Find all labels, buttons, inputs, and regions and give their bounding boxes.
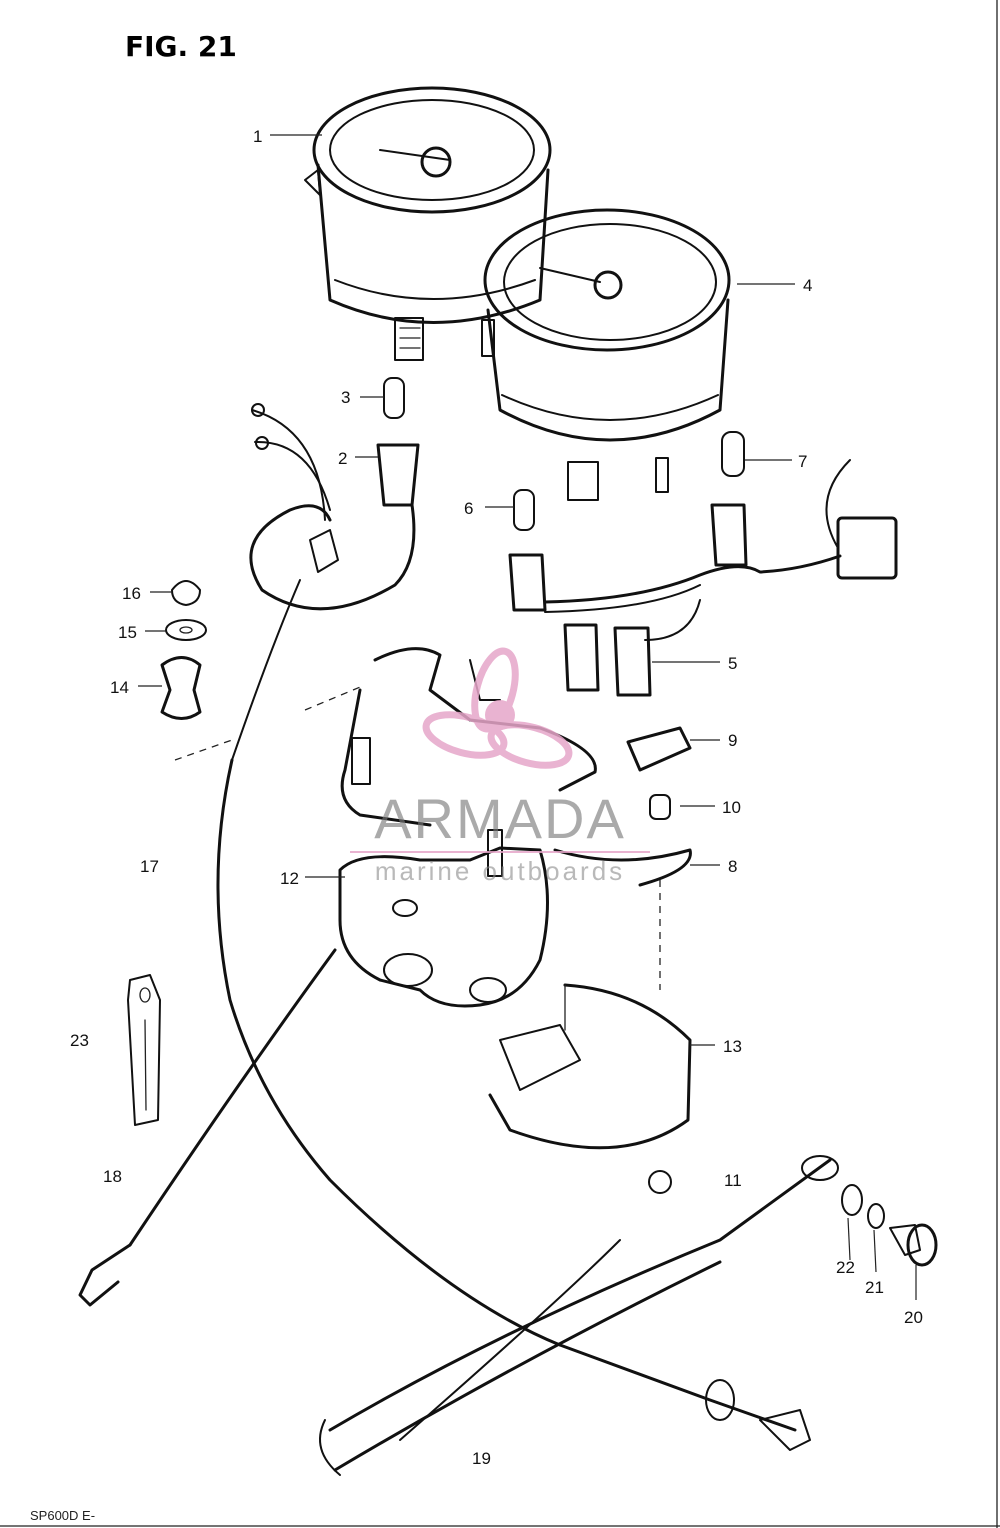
watermark-tagline: marine outboards [375,856,625,886]
spacer-part-10 [649,794,671,820]
bulb-part-7 [721,431,745,477]
bulb-part-3 [383,377,405,419]
washer-part-22 [841,1184,863,1216]
callout-17: 17 [140,857,159,876]
callout-22: 22 [836,1258,855,1277]
callout-6: 6 [464,499,473,518]
callout-4: 4 [803,276,812,295]
callout-10: 10 [722,798,741,817]
callout-3: 3 [341,388,350,407]
callout-2: 2 [338,449,347,468]
callout-19: 19 [472,1449,491,1468]
callout-23: 23 [70,1031,89,1050]
callout-16: 16 [122,584,141,603]
model-code: SP600D E- [30,1508,95,1523]
plate-part-8 [553,848,692,887]
leader-lines [138,134,917,1300]
callout-11: 11 [724,1171,742,1190]
tachometer-part-4 [483,208,731,501]
clip-part-23 [127,974,161,1126]
nut-part-11 [648,1170,672,1194]
switch-part-9 [626,726,692,772]
cover-part-13 [488,983,692,1150]
cable-part-19 [319,1155,839,1476]
watermark-logo-icon [422,647,573,769]
figure-title: FIG. 21 [125,30,237,63]
bolt-part-20 [889,1223,938,1267]
callout-14: 14 [110,678,129,697]
callout-1: 1 [253,127,262,146]
callout-12: 12 [280,869,299,888]
callout-8: 8 [728,857,737,876]
callout-9: 9 [728,731,737,750]
speedometer-part-1 [304,86,552,361]
callout-5: 5 [728,654,737,673]
cable-part-18 [78,948,337,1307]
guide-line [304,684,366,711]
bulb-part-6 [513,489,535,531]
guide-line [174,739,233,761]
callout-18: 18 [103,1167,122,1186]
harness-part-5 [508,459,898,697]
watermark-brand: ARMADA [374,787,626,850]
washer-part-15 [165,619,207,641]
callout-13: 13 [723,1037,742,1056]
callout-labels: 1 2 3 4 5 6 7 8 9 10 11 12 13 14 15 16 1… [70,127,923,1468]
cap-part-16 [171,580,201,606]
callout-21: 21 [865,1278,884,1297]
callout-7: 7 [798,452,807,471]
watermark: ARMADA marine outboards [350,647,650,886]
callout-20: 20 [904,1308,923,1327]
cable-part-17 [216,529,811,1451]
socket-part-2 [249,403,420,611]
callout-15: 15 [118,623,137,642]
grommet-part-14 [160,656,202,720]
lockwasher-part-21 [867,1203,885,1229]
